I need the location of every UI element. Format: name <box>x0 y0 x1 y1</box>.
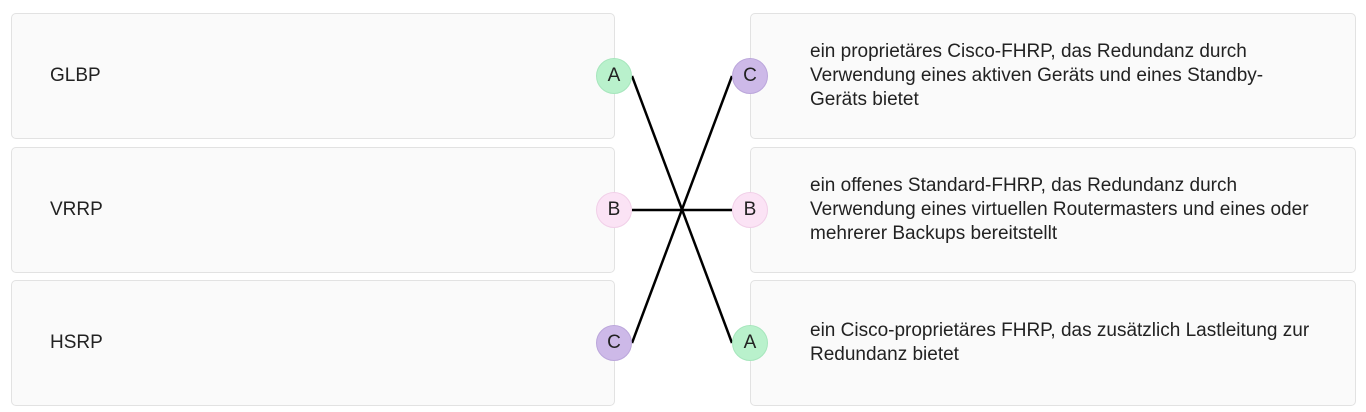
left-item-vrrp[interactable]: VRRP <box>11 147 615 273</box>
badge-letter: B <box>743 199 757 220</box>
badge-letter: A <box>743 332 757 353</box>
badge-letter: C <box>743 65 757 86</box>
left-badge-a[interactable]: A <box>596 58 632 94</box>
badge-letter: A <box>607 65 621 86</box>
left-item-hsrp[interactable]: HSRP <box>11 280 615 406</box>
term-label: VRRP <box>50 199 103 220</box>
left-badge-b[interactable]: B <box>596 192 632 228</box>
badge-letter: B <box>607 199 621 220</box>
badge-letter: C <box>607 332 621 353</box>
description-text: ein offenes Standard-FHRP, das Redundanz… <box>810 175 1309 244</box>
right-item-3[interactable]: ein Cisco-proprietäres FHRP, das zusätzl… <box>750 280 1356 406</box>
term-label: GLBP <box>50 65 101 86</box>
description-text: ein Cisco-proprietäres FHRP, das zusätzl… <box>810 320 1310 365</box>
left-badge-c[interactable]: C <box>596 325 632 361</box>
right-badge-c[interactable]: C <box>732 58 768 94</box>
connection-line-a <box>630 75 734 344</box>
right-badge-a[interactable]: A <box>732 325 768 361</box>
right-item-1[interactable]: ein proprietäres Cisco-FHRP, das Redunda… <box>750 13 1356 139</box>
right-badge-b[interactable]: B <box>732 192 768 228</box>
description-text: ein proprietäres Cisco-FHRP, das Redunda… <box>810 41 1264 110</box>
connection-line-c <box>630 75 734 344</box>
right-item-2[interactable]: ein offenes Standard-FHRP, das Redundanz… <box>750 147 1356 273</box>
left-item-glbp[interactable]: GLBP <box>11 13 615 139</box>
term-label: HSRP <box>50 332 103 353</box>
